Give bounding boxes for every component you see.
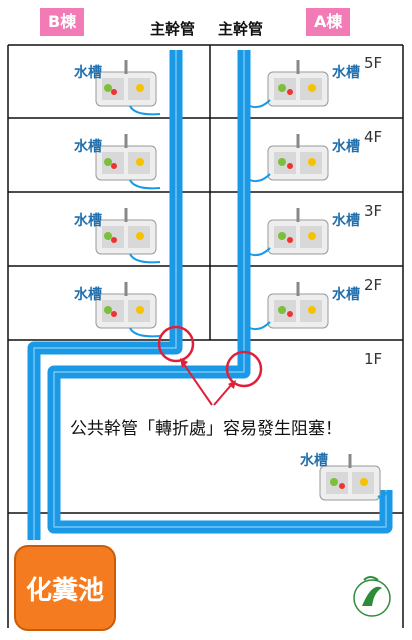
building-b-tag: B棟: [40, 8, 85, 36]
sink-icon: [95, 134, 161, 190]
sink-icon: [319, 454, 387, 501]
building-a-tag: A棟: [306, 8, 351, 36]
sink-label: 水槽: [300, 453, 328, 469]
right-pipe-label: 主幹管: [218, 20, 264, 38]
sink-icon: [249, 208, 329, 257]
floor-label-3f: 3F: [364, 202, 383, 220]
floor-label-2f: 2F: [364, 276, 383, 294]
sink-icon: [95, 60, 161, 116]
left-pipe-label: 主幹管: [150, 20, 196, 38]
bend-highlight-right: [225, 350, 263, 388]
sink-icon: [95, 282, 161, 338]
sink-label: 水槽: [332, 213, 360, 229]
logo-icon: [353, 576, 391, 617]
sink-icon: [249, 60, 329, 109]
sink-label: 水槽: [74, 65, 102, 81]
sink-label: 水槽: [332, 65, 360, 81]
floor-label-4f: 4F: [364, 128, 383, 146]
sink-icon: [95, 208, 161, 264]
sink-label: 水槽: [74, 287, 102, 303]
floor-label-5f: 5F: [364, 54, 383, 72]
sink-label: 水槽: [74, 139, 102, 155]
sink-icon: [249, 282, 329, 331]
sink-label: 水槽: [74, 213, 102, 229]
warning-note: 公共幹管「轉折處」容易發生阻塞！: [70, 419, 342, 439]
sink-label: 水槽: [332, 287, 360, 303]
floor-label-1f: 1F: [364, 350, 383, 368]
septic-tank: 化糞池: [14, 545, 116, 631]
sink-icon: [249, 134, 329, 183]
sink-label: 水槽: [332, 139, 360, 155]
bend-highlight-left: [157, 325, 195, 363]
